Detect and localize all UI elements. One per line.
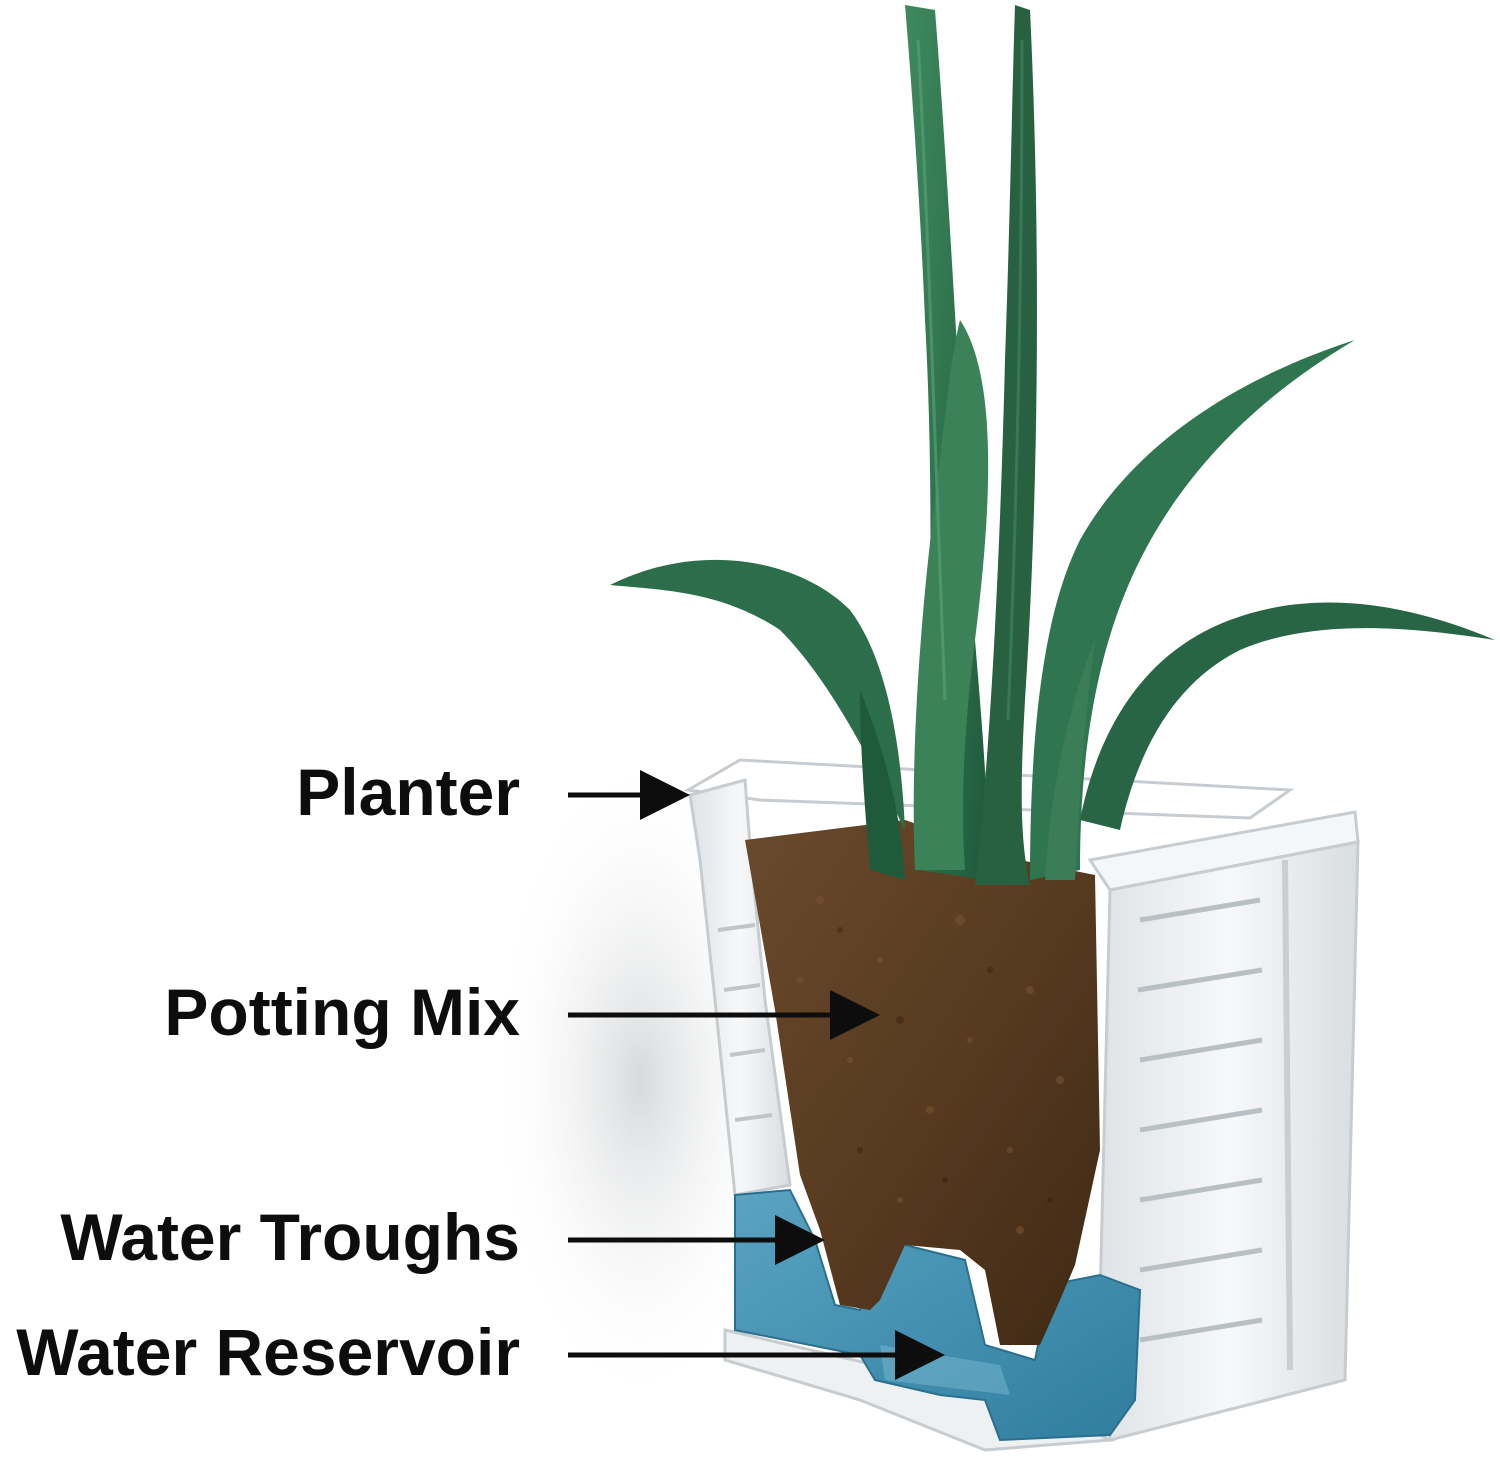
- potting-mix-label: Potting Mix: [164, 975, 520, 1049]
- planter-shell: [683, 758, 1360, 1452]
- plant: [610, 5, 1495, 885]
- water-reservoir-label: Water Reservoir: [16, 1315, 520, 1389]
- callout-labels: Planter Potting Mix Water Troughs Water …: [16, 755, 520, 1389]
- callout-arrows: [568, 770, 945, 1380]
- potting-mix-area: [745, 820, 1100, 1345]
- water-troughs-label: Water Troughs: [60, 1200, 520, 1274]
- planter-label: Planter: [296, 755, 520, 829]
